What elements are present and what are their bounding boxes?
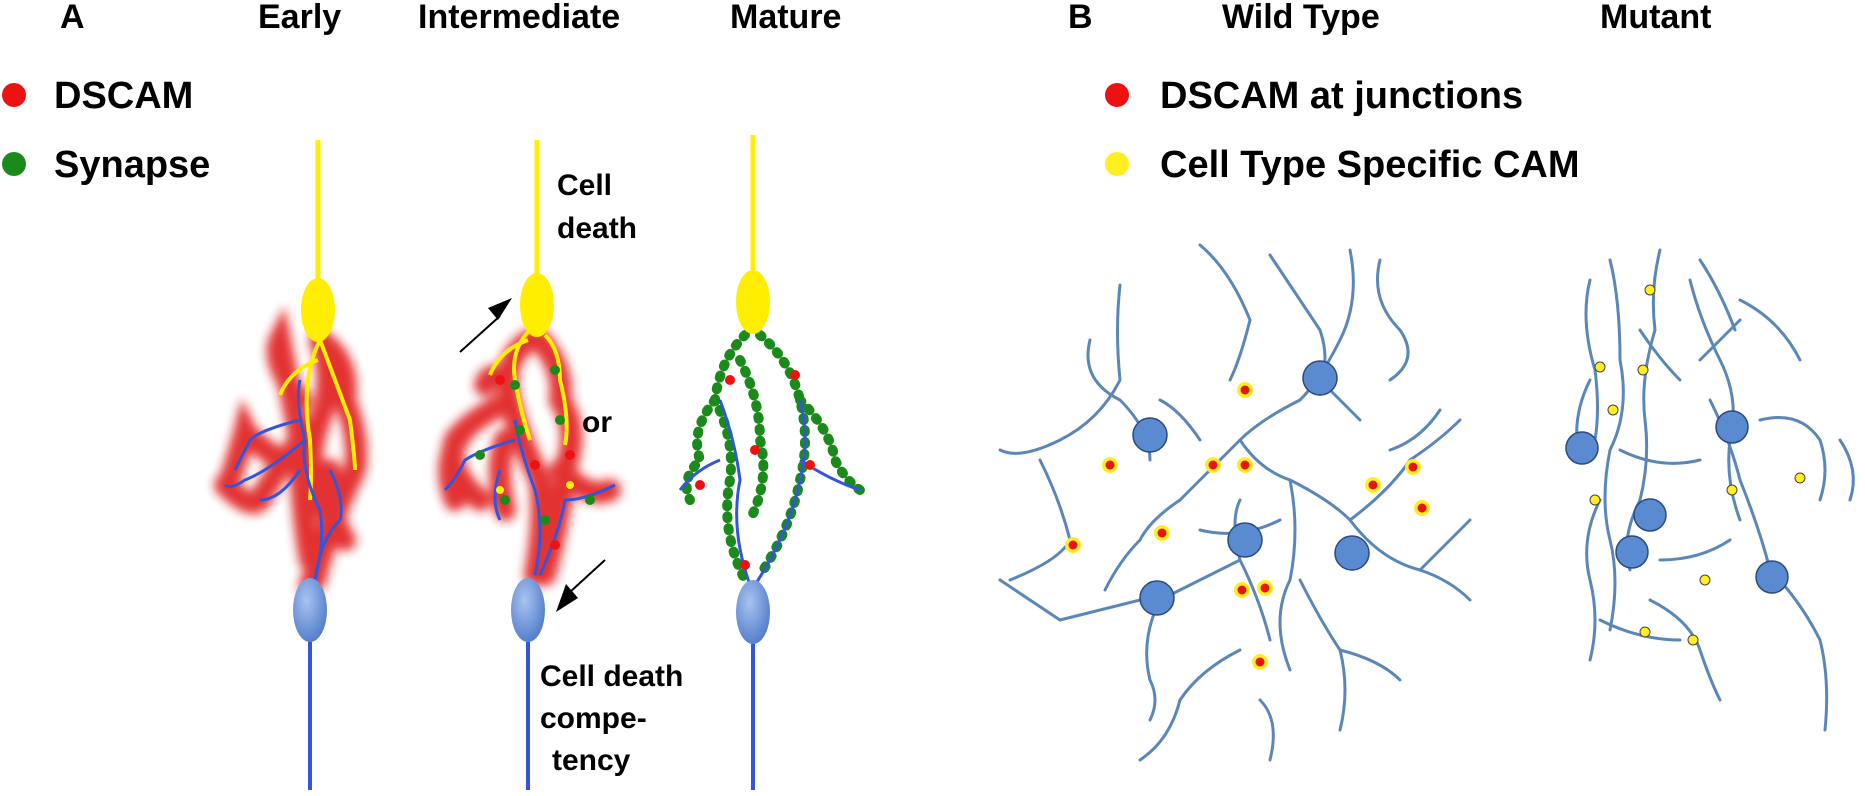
mature-cell-pair: [678, 135, 865, 790]
legend-synapse-label: Synapse: [54, 144, 210, 186]
mutant-cam-dots: [1589, 284, 1806, 646]
column-label-mutant: Mutant: [1600, 0, 1711, 36]
arrow-to-blue-soma: [556, 559, 606, 612]
mutant-dendrites: [1575, 248, 1855, 732]
wild-type-network: [998, 243, 1472, 762]
legend-synapse-dot: [2, 152, 26, 176]
legend-cell-type-cam-label: Cell Type Specific CAM: [1160, 144, 1580, 186]
panel-a-letter: A: [60, 0, 85, 36]
intermediate-blue-dendrites: [443, 419, 616, 576]
wild-type-dendrites: [998, 243, 1472, 762]
intermediate-dscam-glow: [438, 329, 621, 586]
wild-type-junctions: [1065, 382, 1430, 670]
stage-label-intermediate: Intermediate: [418, 0, 620, 36]
mature-blue-branches: [678, 399, 861, 586]
column-label-wild-type: Wild Type: [1222, 0, 1380, 36]
early-yellow-soma: [301, 278, 335, 342]
mature-synapse-branches: [681, 330, 865, 585]
intermediate-yellow-soma: [520, 273, 554, 337]
competency-label-line2: compe-: [540, 702, 647, 735]
intermediate-cell-pair: Cell death or Cell death compe- tency: [438, 140, 683, 790]
competency-label-line1: Cell death: [540, 660, 683, 693]
stage-label-early: Early: [258, 0, 341, 36]
early-blue-dendrites: [223, 379, 343, 581]
arrow-to-yellow-soma: [459, 298, 512, 353]
competency-label-line3: tency: [552, 744, 631, 777]
legend-dscam-junction-dot: [1105, 83, 1129, 107]
legend-dscam-label: DSCAM: [54, 75, 193, 117]
early-cell-pair: [214, 140, 368, 790]
cell-death-label-line2: death: [557, 212, 637, 245]
intermediate-synapse-dots: [475, 365, 595, 550]
wild-type-somata: [1132, 360, 1370, 616]
early-yellow-dendrites: [278, 339, 357, 501]
mutant-somata: [1565, 410, 1789, 594]
mature-yellow-soma: [736, 270, 770, 334]
intermediate-blue-soma: [511, 578, 545, 642]
panel-b-letter: B: [1068, 0, 1093, 36]
mature-blue-soma: [736, 580, 770, 644]
legend-dscam-dot: [2, 83, 26, 107]
early-blue-soma: [293, 578, 327, 642]
legend-dscam-junction-label: DSCAM at junctions: [1160, 75, 1523, 117]
stage-label-mature: Mature: [730, 0, 841, 36]
or-label: or: [582, 406, 612, 439]
mutant-network: [1565, 248, 1855, 732]
mature-dscam-dots: [695, 370, 815, 570]
panel-a: A Early Intermediate Mature DSCAM Synaps…: [2, 0, 865, 790]
panel-b: B Wild Type Mutant DSCAM at junctions Ce…: [998, 0, 1855, 762]
legend-cell-type-cam-dot: [1105, 152, 1129, 176]
cell-death-label-line1: Cell: [557, 169, 612, 202]
